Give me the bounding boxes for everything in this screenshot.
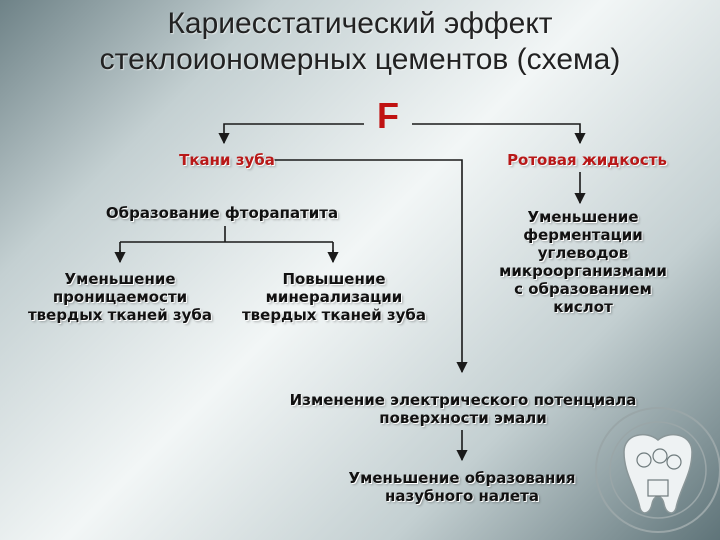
permeability-node: Уменьшение проницаемости твердых тканей … xyxy=(27,270,213,324)
potential-node: Изменение электрического потенциала пове… xyxy=(289,391,637,427)
plaque-node: Уменьшение образования назубного налета xyxy=(348,469,576,505)
fluoride-node: F xyxy=(377,95,399,136)
connector-f-left xyxy=(218,123,364,145)
connector-fluorapatite-split xyxy=(119,226,334,259)
title-line-2: стеклоиономерных цементов (схема) xyxy=(99,43,621,76)
title-line-1: Кариесстатический эффект xyxy=(167,7,553,40)
oral-fluid-node: Ротовая жидкость xyxy=(507,151,667,169)
connector-tissues-to-potential xyxy=(274,159,468,374)
fermentation-node: Уменьшение ферментации углеводов микроор… xyxy=(499,208,667,316)
mineralization-node: Повышение минерализации твердых тканей з… xyxy=(241,270,427,324)
fluorapatite-node: Образование фторапатита xyxy=(105,204,339,222)
tissues-node: Ткани зуба xyxy=(179,151,275,169)
connector-f-right xyxy=(412,123,586,145)
slide-title: Кариесстатический эффект стеклоиономерны… xyxy=(0,6,720,78)
department-seal-icon xyxy=(595,407,720,533)
